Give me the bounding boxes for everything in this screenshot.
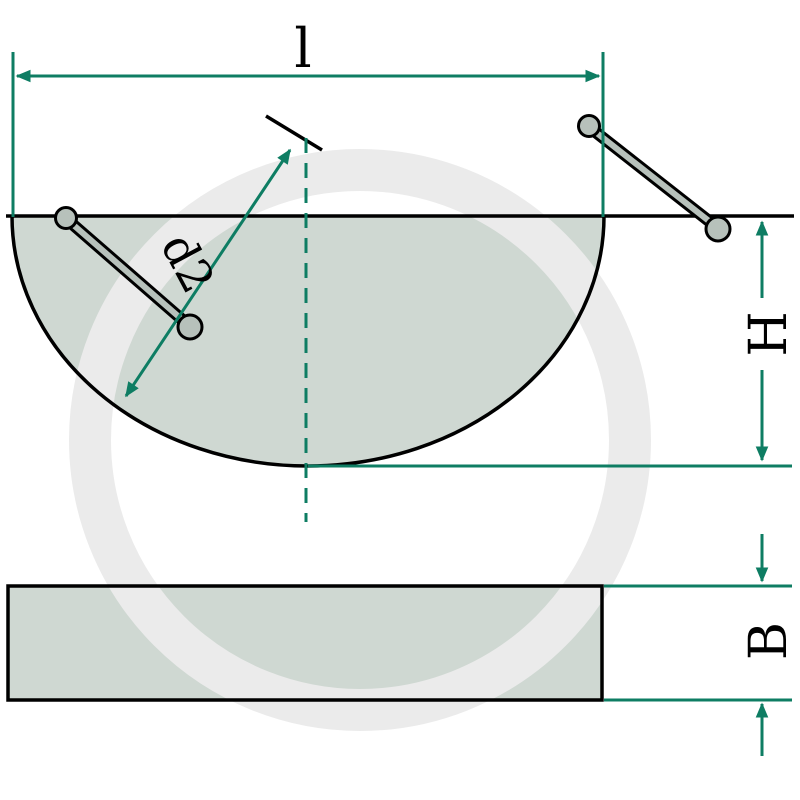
label-b: B (739, 622, 799, 660)
label-l: l (294, 17, 311, 80)
dimension-h: H (308, 220, 799, 468)
pin-left-top-ball (54, 206, 78, 230)
pin-right-top-ball (577, 114, 601, 138)
side-profile-bar-outline (6, 584, 604, 702)
pin-right-bar-fill (591, 127, 716, 228)
label-h: H (739, 311, 799, 356)
dimension-l: l (11, 17, 605, 217)
dimension-line-d2 (124, 148, 292, 398)
dimension-b: B (604, 534, 799, 756)
tangent-tick (265, 114, 323, 152)
pin-right (577, 114, 732, 243)
pin-right-bottom-ball (704, 215, 732, 243)
pin-left-bottom-ball (176, 313, 204, 341)
watermark-ring (69, 149, 651, 731)
